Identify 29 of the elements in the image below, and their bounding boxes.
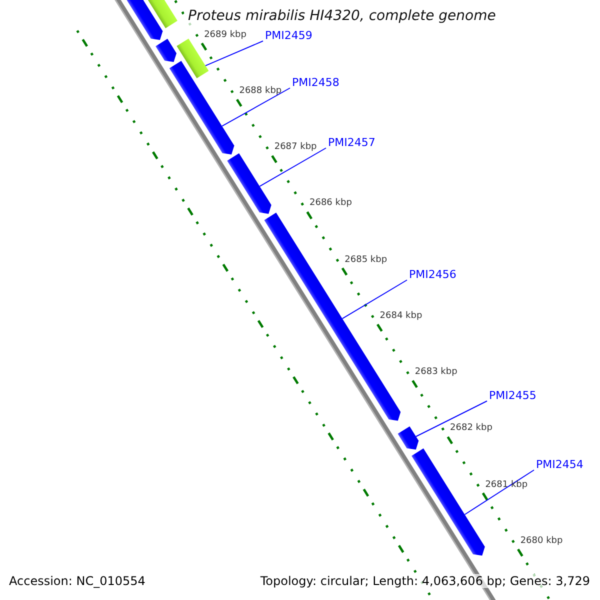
gene-segment	[398, 426, 419, 450]
leader-line	[416, 400, 488, 437]
scale-label: 2687 kbp	[274, 142, 317, 152]
leader-line	[464, 470, 534, 515]
scale-label: 2680 kbp	[520, 536, 563, 546]
gene-label: PMI2459	[265, 29, 312, 42]
gene-segment	[169, 60, 234, 154]
scale-label: 2686 kbp	[310, 198, 352, 208]
footer-text: Accession: NC_010554	[9, 574, 146, 588]
gene-segment	[412, 448, 485, 556]
scale-label: 2682 kbp	[450, 423, 492, 434]
leader-line	[222, 88, 290, 127]
gene-label: PMI2458	[292, 76, 340, 89]
scale-label: 2683 kbp	[414, 367, 458, 378]
gene-label: PMI2456	[409, 268, 456, 281]
gene-label: PMI2455	[489, 389, 536, 402]
scale-label: 2689 kbp	[204, 30, 246, 40]
scale-label: 2688 kbp	[239, 86, 282, 96]
leader-line	[205, 40, 264, 66]
gene-segment	[227, 153, 272, 214]
leader-line	[342, 280, 408, 320]
gene-segment	[156, 38, 176, 62]
scale-label: 2684 kbp	[380, 310, 422, 321]
gene-label: PMI2454	[536, 458, 584, 471]
scale-label: 2685 kbp	[344, 254, 388, 265]
leader-line	[259, 148, 326, 187]
footer-text: Topology: circular; Length: 4,063,606 bp; Genes: 3,729	[260, 574, 590, 588]
gene-label: PMI2457	[328, 136, 376, 149]
gene-segment	[264, 212, 401, 421]
